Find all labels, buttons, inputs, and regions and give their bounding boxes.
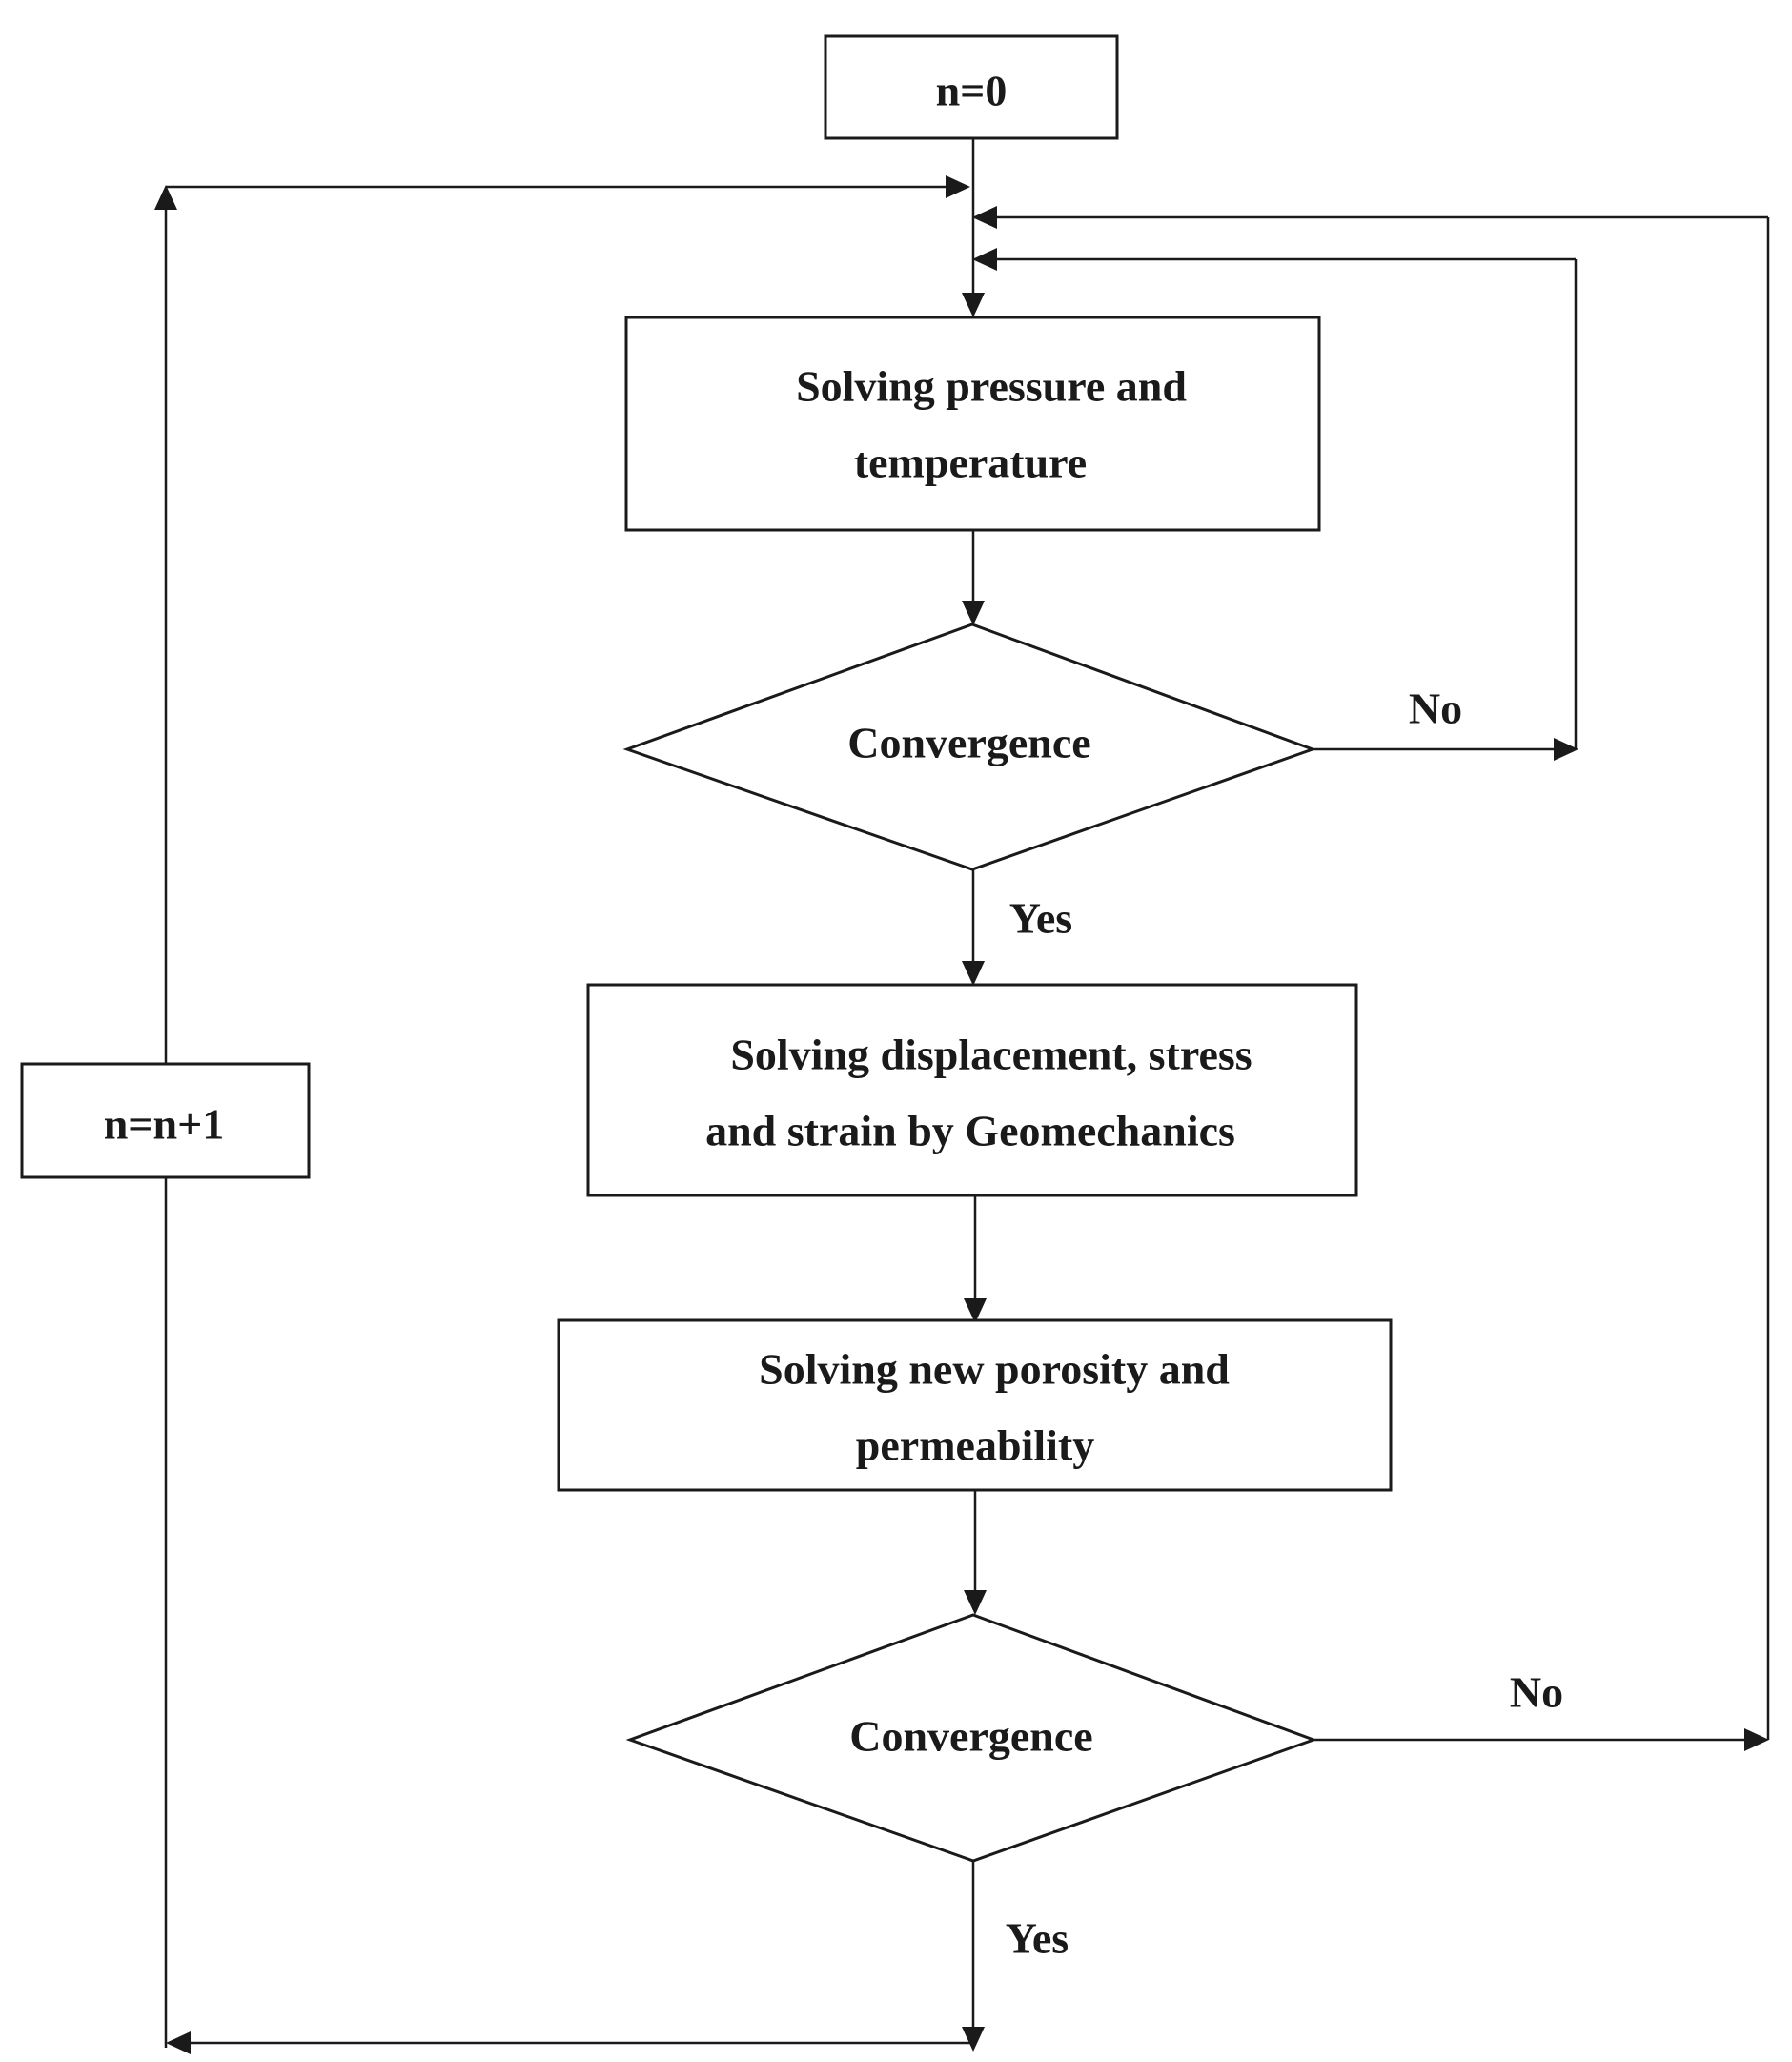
label-conv1-no: No: [1409, 684, 1462, 733]
label-conv2-yes: Yes: [1006, 1914, 1069, 1963]
node-solve-geo-line-1: Solving displacement, stress: [730, 1031, 1252, 1079]
node-solve-geo-line-2: and strain by Geomechanics: [705, 1107, 1235, 1155]
connectors: [164, 138, 1770, 2048]
node-solve-pt-line-1: Solving pressure and: [796, 362, 1187, 411]
arrowhead-top-return: [946, 175, 970, 198]
node-solve-pt: Solving pressure and temperature: [624, 316, 1321, 532]
node-init-label: n=0: [936, 67, 1008, 115]
arrowhead-into-conv2: [964, 1590, 987, 1615]
arrowhead-bottom: [962, 2027, 985, 2052]
edge-labels: No Yes No Yes: [1006, 684, 1563, 1963]
node-init-box: [824, 34, 1119, 140]
node-init: n=0: [824, 34, 1119, 140]
arrowhead-conv1-no-return: [972, 248, 997, 271]
node-solve-poro-box: [557, 1318, 1393, 1492]
node-conv1-label: Convergence: [847, 719, 1090, 767]
label-conv2-no: No: [1510, 1668, 1563, 1717]
arrowhead-into-solve-poro: [964, 1298, 987, 1323]
node-solve-pt-box: [624, 316, 1321, 532]
node-conv2-diamond: [625, 1613, 1318, 1863]
arrowhead-into-solve-geo: [962, 961, 985, 986]
node-conv1: Convergence: [622, 623, 1317, 871]
node-solve-pt-line-2: temperature: [854, 439, 1087, 487]
node-conv2-label: Convergence: [849, 1712, 1092, 1761]
arrowhead-bottom-left: [166, 2031, 191, 2054]
node-conv2: Convergence: [625, 1613, 1318, 1863]
node-solve-poro-line-2: permeability: [856, 1421, 1094, 1470]
node-solve-poro: Solving new porosity and permeability: [557, 1318, 1393, 1492]
node-conv1-diamond: [622, 623, 1317, 871]
arrowhead-conv2-no-return: [972, 206, 997, 229]
arrowheads: [154, 175, 1769, 2054]
node-solve-poro-line-1: Solving new porosity and: [759, 1345, 1230, 1394]
node-solve-geo: Solving displacement, stress and strain …: [586, 983, 1358, 1197]
node-solve-geo-box: [586, 983, 1358, 1197]
label-conv1-yes: Yes: [1009, 894, 1072, 943]
node-increment-box: [20, 1062, 311, 1179]
node-increment: n=n+1: [20, 1062, 311, 1179]
arrowhead-conv1-no: [1554, 738, 1578, 761]
arrowhead-conv2-no: [1744, 1728, 1769, 1751]
arrowhead-into-conv1: [962, 601, 985, 625]
node-increment-label: n=n+1: [104, 1100, 225, 1149]
arrowhead-left-up: [154, 185, 177, 210]
arrowhead-into-solve-pt: [962, 293, 985, 317]
